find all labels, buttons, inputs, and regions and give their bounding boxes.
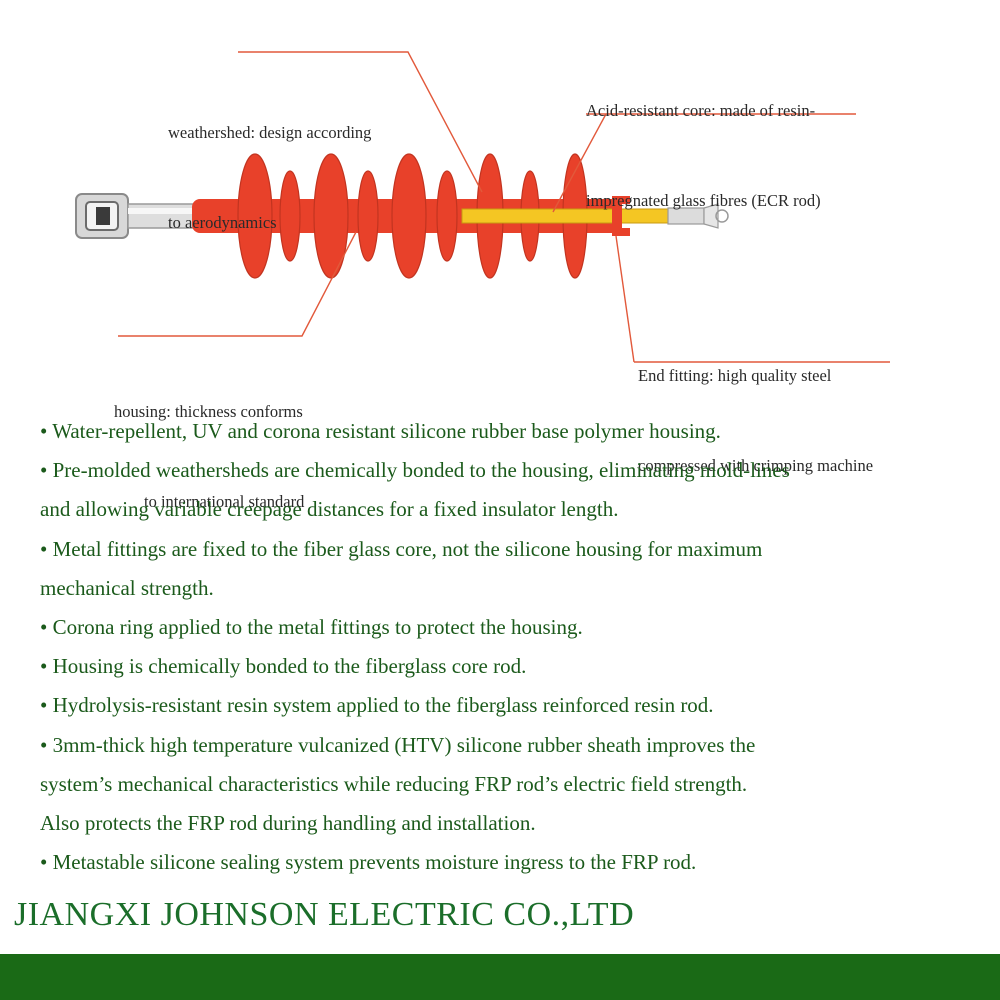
housing-callout-line2: to international standard	[144, 492, 305, 511]
feature-line: system’s mechanical characteristics whil…	[40, 771, 748, 796]
feature-line: • Pre-molded weathersheds are chemically…	[40, 458, 790, 483]
right-end-fitting	[667, 203, 729, 229]
callout-lines	[118, 51, 890, 363]
weathershed-callout-line1: weathershed: design according	[168, 123, 372, 142]
feature-line: • Hydrolysis-resistant resin system appl…	[40, 693, 714, 718]
insulator-illustration	[75, 51, 890, 363]
core-callout-line1: Acid-resistant core: made of resin-	[586, 101, 816, 120]
end-fitting-callout-line2: compressed with crimping machine	[638, 456, 874, 475]
feature-line: • Corona ring applied to the metal fitti…	[40, 615, 583, 640]
weathershed-callout: weathershed: design according to aerodyn…	[168, 58, 371, 298]
weathersheds	[237, 153, 588, 279]
feature-line: mechanical strength.	[40, 575, 214, 600]
feature-line: Also protects the FRP rod during handlin…	[40, 811, 536, 836]
footer-bar	[0, 954, 1000, 1000]
core-callout-line2: impregnated glass fibres (ECR rod)	[586, 191, 821, 210]
housing-callout-line1: housing: thickness conforms	[114, 402, 303, 421]
end-fitting-callout: End fitting: high quality steel compress…	[638, 301, 873, 541]
core-callout: Acid-resistant core: made of resin- impr…	[586, 36, 821, 276]
end-fitting-callout-line1: End fitting: high quality steel	[638, 366, 832, 385]
crimp-ring	[612, 196, 630, 236]
company-name: JIANGXI JOHNSON ELECTRIC CO.,LTD	[14, 896, 635, 933]
feature-line: and allowing variable creepage distances…	[40, 497, 619, 522]
feature-line: • Water-repellent, UV and corona resista…	[40, 419, 721, 443]
feature-line: • 3mm-thick high temperature vulcanized …	[40, 732, 756, 757]
housing-callout: housing: thickness conforms to internati…	[114, 337, 304, 577]
weathershed-callout-line2: to aerodynamics	[168, 213, 277, 232]
feature-list: • Water-repellent, UV and corona resista…	[40, 412, 995, 882]
feature-line: • Metastable silicone sealing system pre…	[40, 850, 697, 875]
feature-line: • Housing is chemically bonded to the fi…	[40, 654, 527, 679]
feature-line: • Metal fittings are fixed to the fiber …	[40, 536, 763, 561]
insulator-diagram: weathershed: design according to aerodyn…	[0, 0, 1000, 511]
